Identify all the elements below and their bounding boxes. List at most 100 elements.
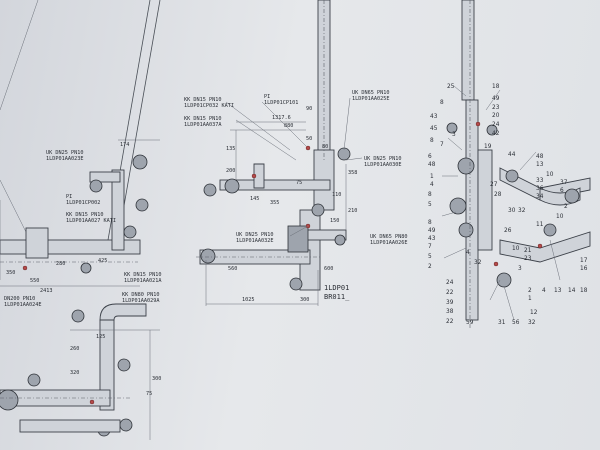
horizontal-pipe-bottom [19, 419, 121, 433]
part-number: 22 [446, 319, 454, 325]
label-kk-dn80: KK DN80 PN10 [122, 292, 159, 298]
dim-880: 880 [284, 123, 293, 129]
dim-425: 425 [98, 258, 107, 264]
part-number: 25 [447, 84, 455, 90]
dim-210: 210 [348, 208, 357, 214]
dim-125: 125 [96, 334, 105, 340]
part-number: 45 [430, 126, 438, 132]
leader-line [549, 239, 561, 281]
red-marker-icon [22, 265, 28, 271]
dim-150: 150 [330, 218, 339, 224]
valve-handwheel-icon [71, 309, 85, 323]
leader-line [289, 225, 309, 237]
part-number: 2 [428, 264, 432, 270]
part-number: 36 [536, 186, 544, 192]
leader-line [485, 89, 501, 111]
left-section: UK DN25 PN10 1LDP01AA023E PI 1LDP01CP002… [0, 0, 162, 440]
part-number: 28 [494, 192, 502, 198]
center-section: KK DN15 PN10 1LDP01CP032 KATI KK DN15 PN… [184, 0, 407, 306]
part-number: 6 [428, 154, 432, 160]
label-uk-dn25-right-code: 1LDP01AA030E [364, 162, 401, 168]
label-pi-code: 1LDP01CP101 [264, 100, 298, 106]
pump-icon [457, 157, 475, 175]
part-number: 48 [536, 154, 544, 160]
part-number: 4 [542, 288, 546, 294]
part-number: 31 [498, 320, 506, 326]
part-number: 23 [524, 256, 532, 262]
part-number: 12 [530, 310, 538, 316]
label-kk-dn15-left-code: 1LDP01AA027 KATI [66, 218, 116, 224]
secondary-column-right [477, 149, 493, 251]
part-number: 23 [492, 105, 500, 111]
part-number: 37 [560, 180, 568, 186]
part-number: 6 [560, 188, 564, 194]
part-number: 48 [428, 162, 436, 168]
dim-320: 320 [70, 370, 79, 376]
valve-handwheel-icon [123, 225, 137, 239]
leader-line [443, 247, 467, 259]
part-number: 19 [484, 144, 492, 150]
vertical-riser-right [461, 0, 475, 101]
valve-handwheel-icon [203, 183, 217, 197]
valve-handwheel-icon [505, 169, 519, 183]
dim-550: 550 [30, 278, 39, 284]
valve-handwheel-icon [486, 124, 498, 136]
dim-1317: 1317.6 [272, 115, 291, 121]
label-dn200: DN200 PN10 [4, 296, 35, 302]
label-pi-left: PI [66, 194, 72, 200]
part-number: 8 [430, 138, 434, 144]
label-kk-dn15-a-code: 1LDP01CP032 KATI [184, 103, 234, 109]
dim-145: 145 [250, 196, 259, 202]
dim-135: 135 [226, 146, 235, 152]
dim-560: 560 [228, 266, 237, 272]
label-dn200-code: 1LDP01AA024E [4, 302, 41, 308]
main-column-right [465, 99, 479, 321]
red-marker-icon [475, 121, 481, 127]
valve-handwheel-icon [289, 277, 303, 291]
part-number: 49 [428, 228, 436, 234]
equipment-tag-line1: 1LDP01 [324, 284, 349, 292]
dim-600: 600 [324, 266, 333, 272]
red-marker-icon [251, 173, 257, 179]
valve-handwheel-icon [311, 203, 325, 217]
part-number: 16 [580, 266, 588, 272]
part-number: 8 [428, 220, 432, 226]
valve-handwheel-icon [564, 188, 580, 204]
leader-line [447, 137, 463, 151]
part-number: 30 [508, 208, 516, 214]
dim-50: 50 [306, 136, 312, 142]
part-number: 39 [446, 300, 454, 306]
label-dn25-top: UK DN25 PN10 [46, 150, 83, 156]
dim-110: 110 [332, 192, 341, 198]
part-number: 43 [430, 114, 438, 120]
part-number: 20 [492, 113, 500, 119]
part-number: 42 [492, 131, 500, 137]
dim-174: 174 [120, 142, 129, 148]
part-number: 10 [546, 172, 554, 178]
dim-260: 260 [70, 346, 79, 352]
label-dn25-top-code: 1LDP01AA023E [46, 156, 83, 162]
part-number: 1 [528, 296, 532, 302]
label-kk-dn15-b: KK DN15 PN10 [184, 116, 221, 122]
part-number: 5 [428, 202, 432, 208]
strainer-icon [287, 225, 309, 253]
valve-handwheel-icon [80, 262, 92, 274]
label-uk-dn25-bottom: UK DN25 PN10 [236, 232, 273, 238]
label-uk-dn65-top-code: 1LDP01AA025E [352, 96, 389, 102]
part-number: 14 [568, 288, 576, 294]
part-number: 4 [430, 182, 434, 188]
dim-1025: 1025 [242, 297, 255, 303]
label-kk-dn15-a: KK DN15 PN10 [184, 97, 221, 103]
valve-handwheel-icon [119, 418, 133, 432]
label-uk-dn25-right: UK DN25 PN10 [364, 156, 401, 162]
part-number: 3 [518, 266, 522, 272]
leader-line [441, 211, 457, 217]
leader-line [343, 97, 351, 151]
leader-line [519, 151, 537, 171]
diagonal-pipe-left-b [117, 0, 161, 241]
label-kk-dn80-code: 1LDP01AA029A [122, 298, 160, 304]
part-number: 4 [466, 250, 470, 256]
leader-line [345, 157, 363, 161]
part-number: 13 [554, 288, 562, 294]
leader-line [453, 85, 467, 97]
